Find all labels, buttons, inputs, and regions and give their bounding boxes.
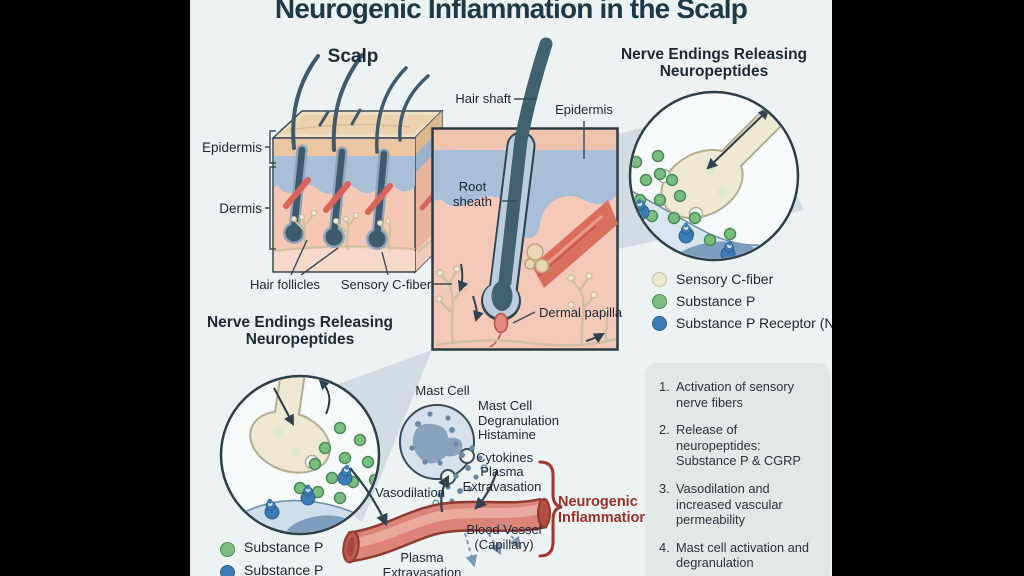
letterbox-left: [0, 0, 190, 576]
legend-item: Substance P: [220, 539, 344, 557]
label-epidermis: Epidermis: [201, 140, 262, 155]
legend-item: Sensory C-fiber: [652, 271, 832, 287]
nerve-inset-top-art: [628, 90, 800, 262]
substance-p-icon: [652, 293, 667, 309]
label-cytokines: Cytokines: [476, 450, 534, 465]
legend-item: Substance P: [652, 293, 832, 309]
neurogenic-brace: [538, 460, 563, 558]
legend-item: Substance P Receptor (NK1R): [220, 562, 344, 576]
label-root-sheath: Root sheath: [452, 179, 493, 209]
follicle-panel-frame: [431, 37, 619, 351]
blood-vessel-art: [342, 497, 551, 564]
sensory-c-fiber-icon: [652, 271, 667, 287]
step-item: 1. Activation of sensory nerve fibers: [659, 379, 795, 410]
page-title: Neurogenic Inflammation in the Scalp: [274, 0, 748, 24]
label-mast-cell: Mast Cell: [415, 383, 470, 398]
step-item: 4. Mast cell activation and degranulatio…: [659, 539, 810, 571]
label-hair-follicles: Hair follicles: [249, 277, 321, 292]
step-item: 2. Release of neuropeptides: Substance P…: [659, 422, 801, 469]
nerve-inset-bottom-art: [219, 374, 381, 536]
steps-list: 1. Activation of sensory nerve fibers 2.…: [659, 379, 822, 576]
label-mast-cell-degranulation: Mast Cell Degranulation: [478, 398, 559, 428]
figure-canvas: Neurogenic Inflammation in the Scalp Sca…: [190, 0, 832, 576]
label-dermal-papilla: Dermal papilla: [539, 305, 623, 320]
label-plasma-extravasation: Plasma Extravasation: [462, 464, 542, 494]
inset-bottom-heading: Nerve Endings Releasing Neuropeptides: [206, 314, 394, 349]
scalp-heading: Scalp: [327, 46, 379, 67]
label-neurogenic-inflammation: Neurogenic Inflammation: [558, 494, 649, 527]
label-plasma-extravasation-2: Plasma Extravasation: [382, 550, 462, 576]
steps-panel: 1. Activation of sensory nerve fibers 2.…: [645, 363, 830, 576]
label-vasodilation: Vasodilation: [375, 485, 445, 500]
label-sensory-c-fiber: Sensory C-fiber: [340, 277, 432, 292]
illustration-artwork: [219, 37, 804, 568]
step-item: 3. Vasodilation and increased vascular p…: [659, 481, 783, 528]
legend-bottom: Substance P Substance P Receptor (NK1R): [220, 539, 344, 576]
label-epidermis-panel: Epidermis: [555, 102, 613, 117]
nk1r-receptor-icon: [652, 315, 667, 331]
legend-top: Sensory C-fiber Substance P Substance P …: [652, 271, 832, 337]
label-blood-vessel: Blood Vessel (Capillary): [466, 522, 542, 552]
degranulation-dots: [437, 445, 483, 513]
scalp-block-art: [271, 53, 444, 274]
nk1r-receptor-icon: [264, 464, 353, 520]
legend-item: Substance P Receptor (NK1R): [652, 315, 832, 331]
flow-arrows: [349, 467, 522, 568]
letterbox-right: [832, 0, 1024, 576]
nk1r-receptor-icon: [220, 565, 235, 576]
inset-top-heading: Nerve Endings Releasing Neuropeptides: [620, 46, 808, 81]
substance-p-icon: [220, 542, 235, 557]
label-histamine: Histamine: [478, 427, 536, 442]
label-dermis: Dermis: [219, 201, 262, 216]
label-hair-shaft: Hair shaft: [455, 91, 511, 106]
